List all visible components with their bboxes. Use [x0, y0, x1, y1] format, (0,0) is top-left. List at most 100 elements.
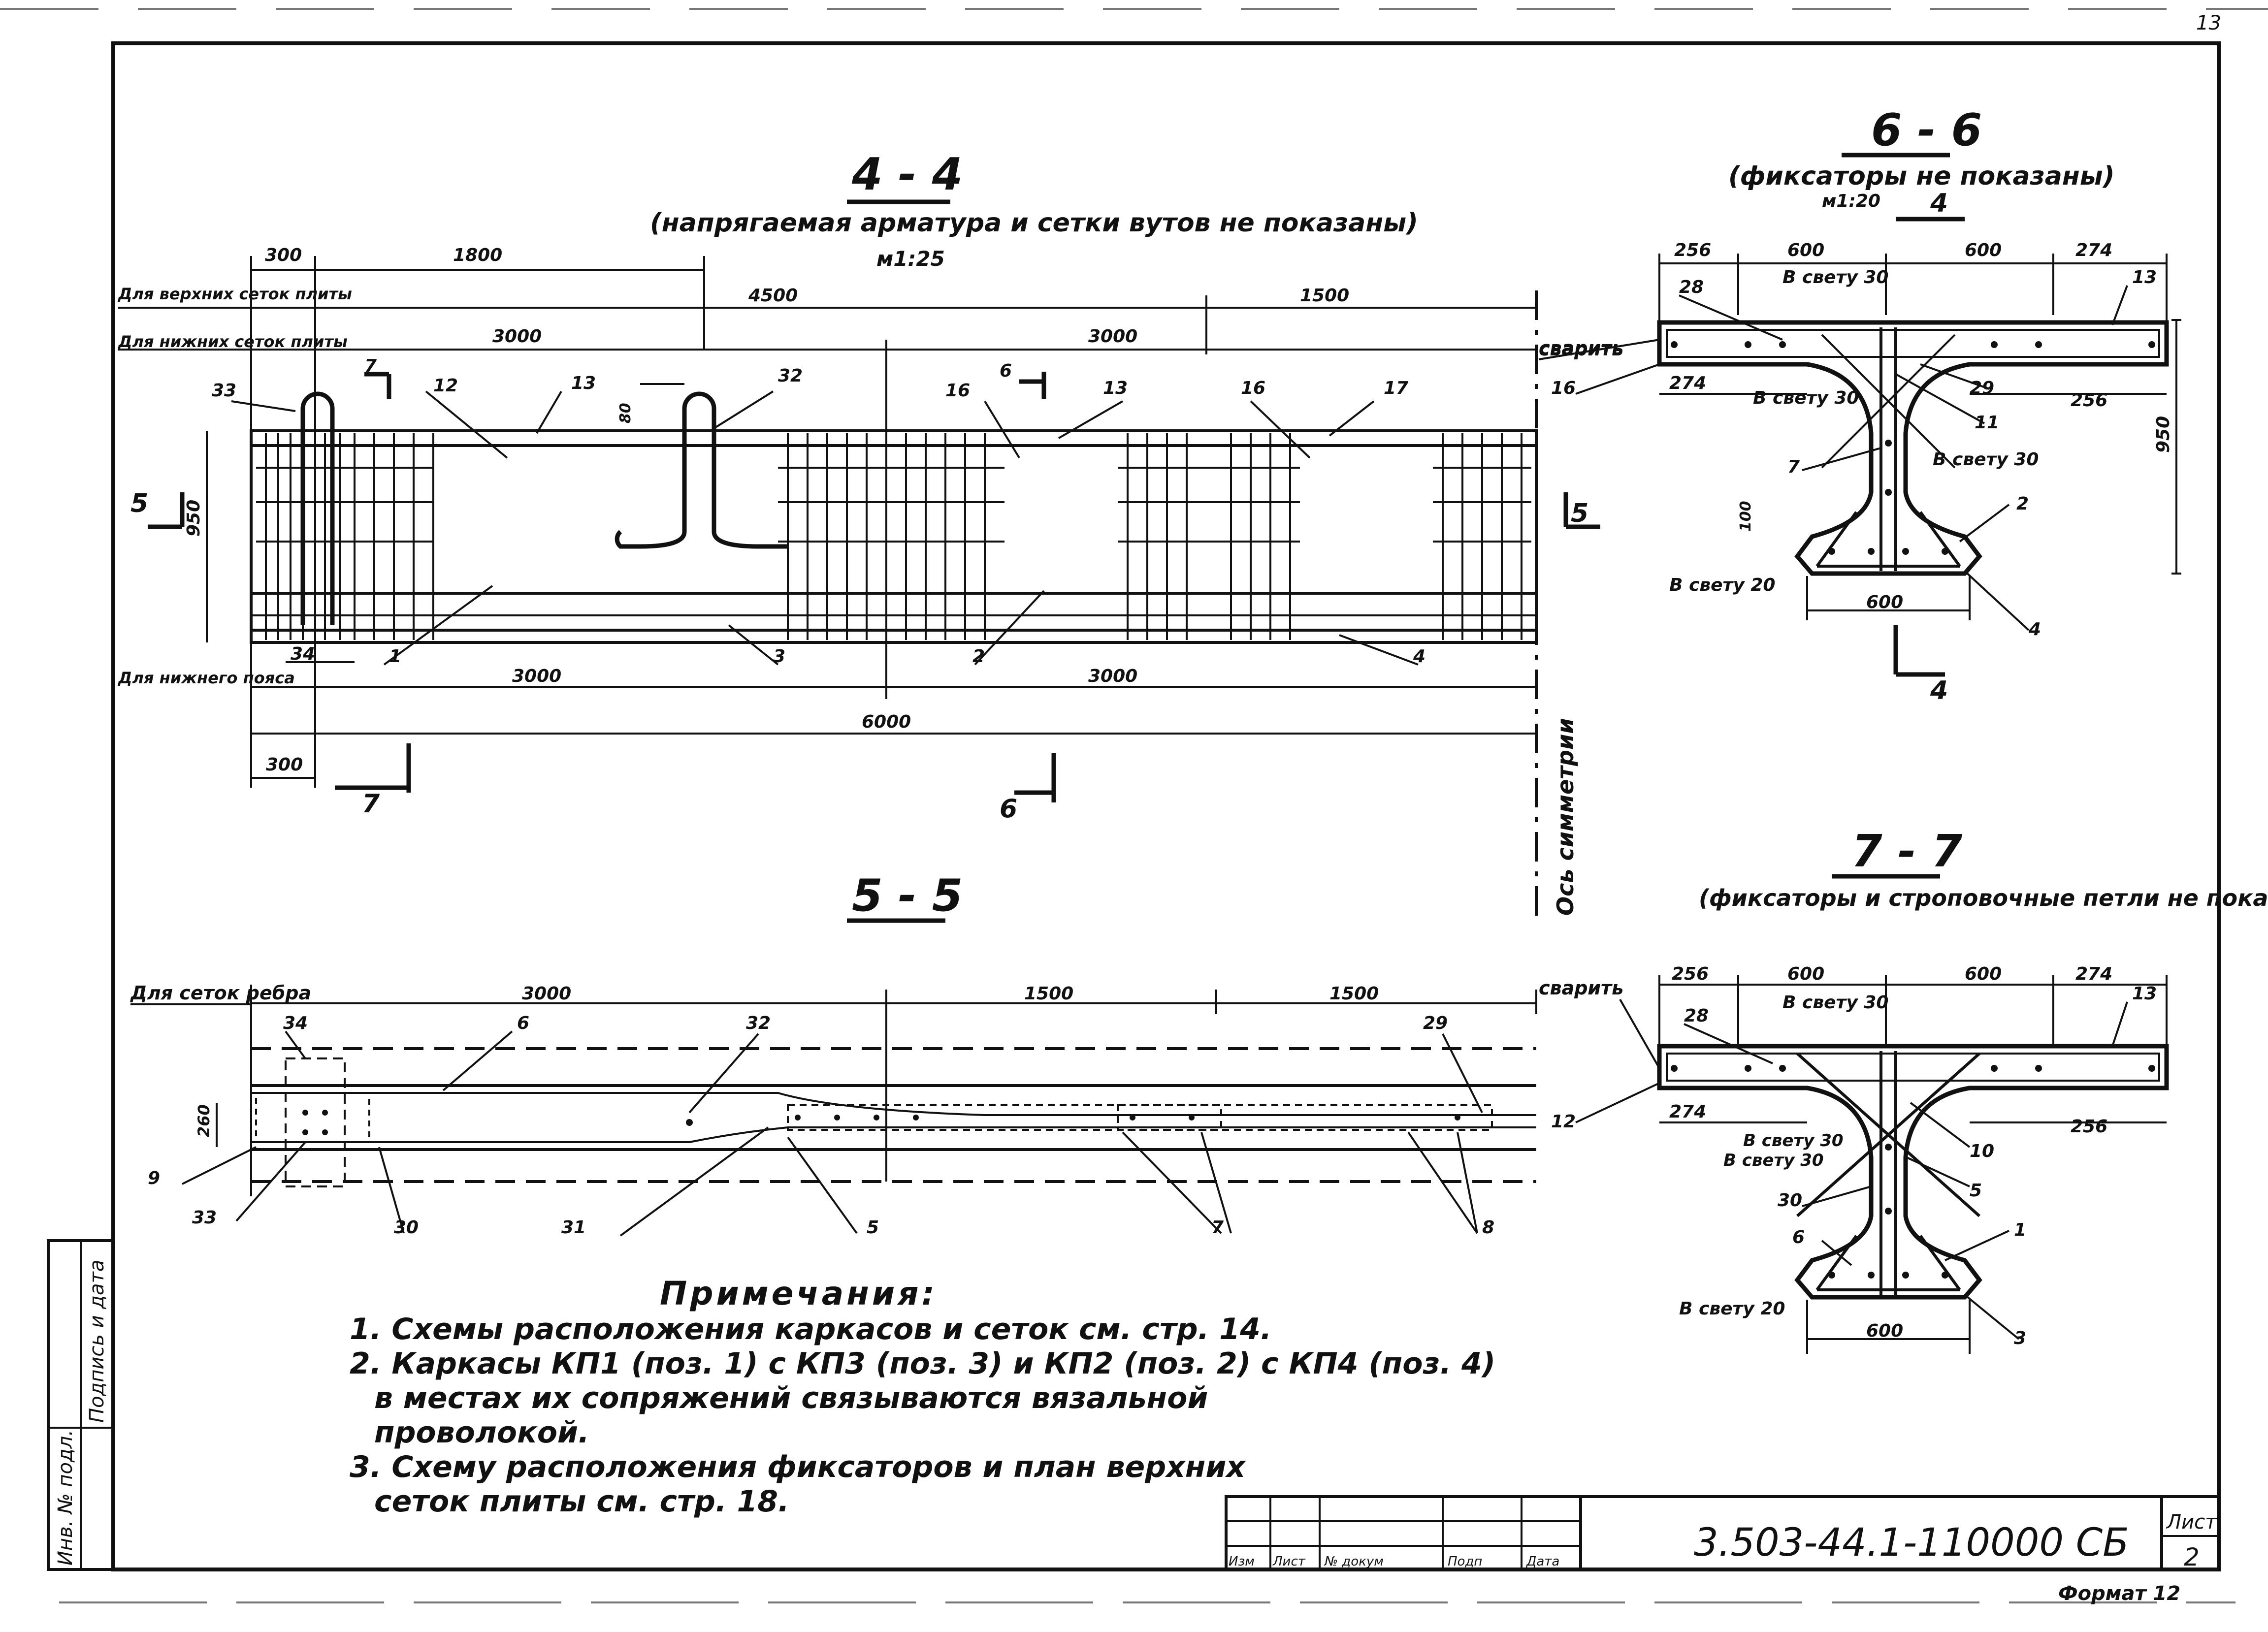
dim-6-bottom-600: 600 [1866, 592, 1903, 612]
cut-5-left: 5 [130, 489, 148, 518]
dim-3000-a: 3000 [492, 326, 542, 347]
pos-6-2: 2 [2016, 494, 2029, 514]
dim-260: 260 [194, 1104, 213, 1137]
notes-heading: Примечания: [660, 1275, 938, 1312]
dim-5-5-1500-a: 1500 [1024, 984, 1073, 1004]
pos-5-5-32: 32 [746, 1013, 771, 1033]
pos-5-5-7: 7 [1211, 1217, 1224, 1238]
clear-7-20: В свету 20 [1679, 1299, 1785, 1319]
pos-1: 1 [389, 646, 401, 667]
clear-7-30-b: В свету 30 [1743, 1131, 1844, 1151]
pos-5-5-29: 29 [1423, 1013, 1448, 1033]
tb-col-date: Дата [1526, 1554, 1559, 1569]
pos-6-11: 11 [1975, 413, 1999, 433]
section-7-7: 7 - 7 (фиксаторы и строповочные петли не… [1539, 826, 2268, 1354]
dim-950: 950 [184, 500, 204, 537]
section-6-6: 6 - 6 (фиксаторы не показаны) м1:20 4 25… [1538, 104, 2181, 705]
pos-6-7: 7 [1787, 457, 1800, 477]
pos-13-b: 13 [1103, 378, 1128, 398]
section-4-4-scale: м1:25 [876, 247, 945, 271]
note-3: 3. Схему расположения фиксаторов и план … [350, 1450, 1246, 1484]
pos-4: 4 [1413, 646, 1426, 667]
pos-5-5-5: 5 [867, 1217, 879, 1238]
pos-7-30: 30 [1778, 1190, 1802, 1211]
dim-6000: 6000 [862, 712, 911, 732]
dim-7-274: 274 [2075, 964, 2112, 984]
dim-7-600-a: 600 [1787, 964, 1824, 984]
dim-5-5-3000: 3000 [522, 984, 571, 1004]
note-1: 1. Схемы расположения каркасов и сеток с… [350, 1312, 1272, 1346]
pos-17: 17 [1384, 378, 1408, 398]
pos-7-10: 10 [1970, 1141, 1994, 1161]
pos-16-a: 16 [945, 381, 970, 401]
dim-4500: 4500 [748, 286, 798, 306]
pos-5-5-6: 6 [517, 1013, 529, 1033]
clear-6-20: В свету 20 [1669, 575, 1775, 595]
note-2: 2. Каркасы КП1 (поз. 1) с КП3 (поз. 3) и… [350, 1346, 1495, 1381]
tb-format: Формат 12 [2058, 1582, 2180, 1605]
section-6-6-cut-top: 4 [1930, 189, 1948, 218]
cut-7-bottom: 7 [362, 789, 380, 819]
clear-6-30-b: В свету 30 [1753, 388, 1859, 408]
tb-col-izm: Изм [1229, 1554, 1255, 1569]
note-2-cont-2: проволокой. [374, 1415, 589, 1450]
pos-7-1: 1 [2014, 1220, 2026, 1240]
pos-7-13: 13 [2132, 984, 2157, 1004]
drawing-frame: 13 [0, 8, 2268, 1603]
title-block: Изм Лист № докум Подп Дата 3.503-44.1-11… [1225, 1495, 2220, 1605]
tb-sheet-number: 2 [2184, 1543, 2200, 1571]
clear-6-30-a: В свету 30 [1782, 267, 1888, 288]
pos-32: 32 [778, 366, 803, 386]
note-3-cont: сеток плиты см. стр. 18. [374, 1484, 789, 1519]
pos-16-b: 16 [1241, 378, 1265, 398]
dim-7-256: 256 [1672, 964, 1709, 984]
weld-note-5-5: сварить [1539, 977, 1623, 999]
symmetry-axis: Ось симметрии [1552, 718, 1579, 916]
side-stamp: Инв. № подл. Подпись и дата [47, 1239, 115, 1571]
cut-6-top: 6 [1000, 361, 1012, 381]
section-7-7-title: 7 - 7 [1851, 826, 1963, 877]
label-upper-slab: Для верхних сеток плиты [118, 285, 352, 303]
pos-5-5-8: 8 [1482, 1217, 1494, 1238]
dim-6-600-a: 600 [1787, 240, 1824, 260]
tb-code: 3.503-44.1-110000 СБ [1694, 1521, 2129, 1565]
section-6-6-subtitle: (фиксаторы не показаны) [1728, 161, 2115, 191]
dim-7-600-b: 600 [1965, 964, 2002, 984]
dim-7-274-flange: 274 [1669, 1102, 1706, 1122]
dim-3000-d: 3000 [1088, 666, 1137, 686]
section-6-6-title: 6 - 6 [1871, 104, 1982, 156]
pos-7-5: 5 [1970, 1181, 1982, 1201]
pos-6-16: 16 [1551, 378, 1576, 398]
clear-6-30-c: В свету 30 [1933, 449, 2039, 470]
tb-col-sign: Подп [1448, 1554, 1482, 1569]
pos-7-3: 3 [2014, 1328, 2026, 1348]
dim-3000-b: 3000 [1088, 326, 1137, 347]
dim-300: 300 [265, 245, 302, 265]
tb-col-list: Лист [1272, 1554, 1306, 1569]
pos-3: 3 [773, 646, 785, 667]
dim-6-256-flange: 256 [2071, 390, 2107, 411]
label-rib-mesh: Для сеток ребра [130, 982, 311, 1004]
pos-5-5-33: 33 [192, 1208, 217, 1228]
dim-loop-80: 80 [617, 403, 634, 423]
section-6-6-scale: м1:20 [1822, 191, 1880, 211]
pos-2: 2 [972, 646, 985, 667]
section-5-5: 5 - 5 Для сеток ребра 3000 1500 1500 сва… [130, 870, 1623, 1238]
dim-300-bottom: 300 [266, 755, 303, 775]
cut-5-right: 5 [1571, 499, 1588, 528]
pos-33: 33 [212, 381, 236, 401]
stamp-inv: Инв. № подл. [54, 1430, 77, 1566]
stamp-sign: Подпись и дата [86, 1260, 108, 1423]
dim-6-256: 256 [1674, 240, 1711, 260]
pos-6-13: 13 [2132, 267, 2157, 288]
section-4-4-title: 4 - 4 [851, 149, 963, 200]
dim-6-600-b: 600 [1965, 240, 2002, 260]
pos-7-28: 28 [1684, 1006, 1709, 1026]
pos-5-5-30: 30 [394, 1217, 419, 1238]
label-lower-slab: Для нижних сеток плиты [118, 332, 348, 351]
section-5-5-title: 5 - 5 [852, 870, 963, 922]
weld-note-7-7: сварить [1539, 977, 1623, 999]
section-4-4-subtitle: (напрягаемая арматура и сетки вутов не п… [650, 208, 1418, 238]
pos-5-5-9: 9 [148, 1168, 160, 1188]
